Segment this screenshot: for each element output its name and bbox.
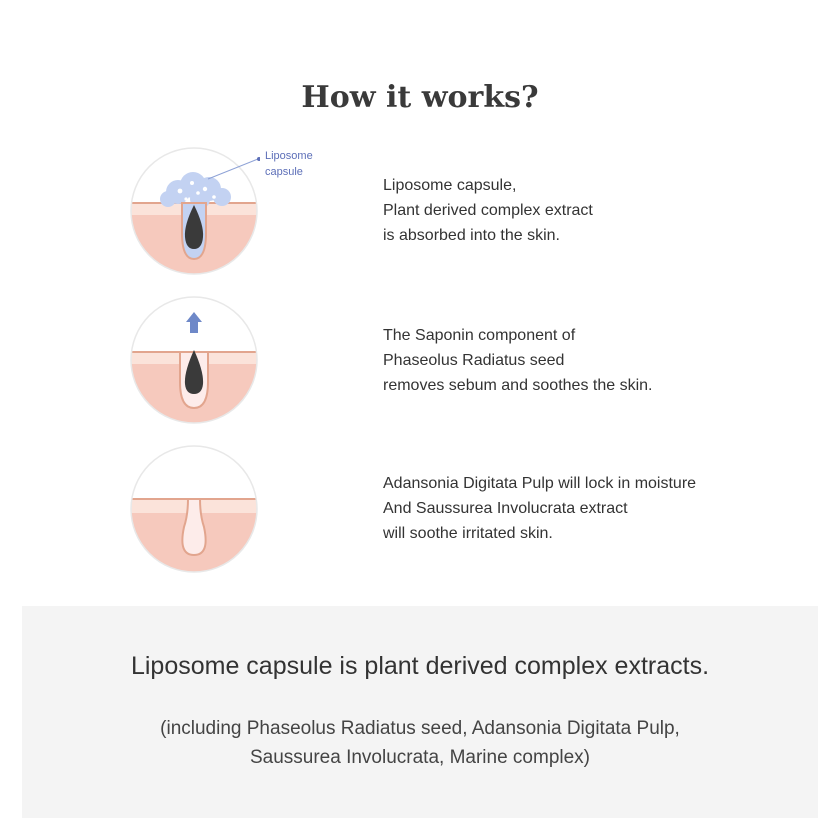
description-line: Adansonia Digitata Pulp will lock in moi… <box>383 475 697 492</box>
callout-line: capsule <box>265 166 303 178</box>
step-1: Liposome capsule Liposome capsule, Plant… <box>0 145 840 275</box>
page-title: How it works? <box>301 80 539 115</box>
step-description: Adansonia Digitata Pulp will lock in moi… <box>383 471 696 546</box>
description-line: removes sebum and soothes the skin. <box>383 377 653 394</box>
summary-note: (including Phaseolus Radiatus seed, Adan… <box>22 714 818 772</box>
callout-line: Liposome <box>265 150 313 162</box>
skin-absorption-illustration <box>130 147 260 275</box>
description-line: Liposome capsule, <box>383 177 517 194</box>
description-line: And Saussurea Involucrata extract <box>383 500 628 517</box>
sebum-removal-illustration <box>130 296 258 424</box>
description-line: is absorbed into the skin. <box>383 227 560 244</box>
note-line: Saussurea Involucrata, Marine complex) <box>249 747 591 768</box>
description-line: Plant derived complex extract <box>383 202 593 219</box>
summary-headline: Liposome capsule is plant derived comple… <box>130 652 710 680</box>
note-line: (including Phaseolus Radiatus seed, Adan… <box>160 718 680 739</box>
sebum-icon <box>184 205 204 249</box>
liposome-callout: Liposome capsule <box>265 148 313 180</box>
summary-panel: Liposome capsule is plant derived comple… <box>22 606 818 818</box>
step-3: Adansonia Digitata Pulp will lock in moi… <box>0 443 840 573</box>
sebum-icon <box>184 350 204 394</box>
step-description: The Saponin component of Phaseolus Radia… <box>383 323 652 398</box>
description-line: Phaseolus Radiatus seed <box>383 352 565 369</box>
moisture-lock-illustration <box>130 445 258 573</box>
step-2: The Saponin component of Phaseolus Radia… <box>0 294 840 424</box>
step-description: Liposome capsule, Plant derived complex … <box>383 173 593 248</box>
arrow-up-icon <box>186 312 202 333</box>
description-line: The Saponin component of <box>383 327 576 344</box>
description-line: will soothe irritated skin. <box>383 525 553 542</box>
